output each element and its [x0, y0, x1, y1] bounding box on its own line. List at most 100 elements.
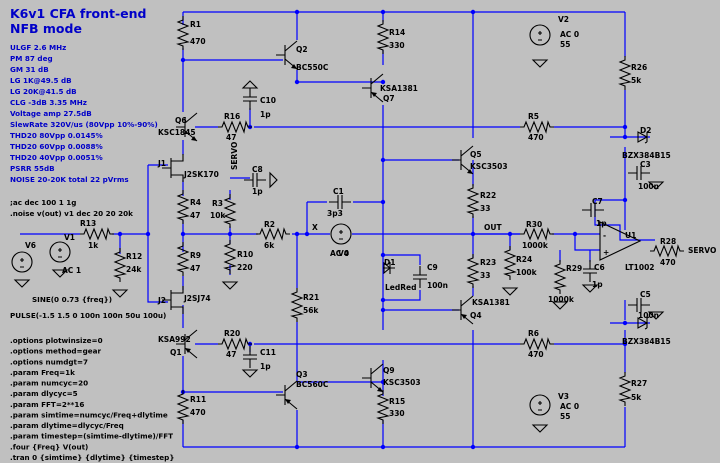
capacitor-c3: C3 100n	[627, 160, 659, 191]
resistor-r5: R5 470	[519, 112, 555, 142]
resistor-r1: R1 470	[177, 15, 206, 51]
directive-line: .param Freq=1k	[10, 368, 75, 377]
component-label: R22	[480, 191, 496, 200]
note-line: LG 20K@41.5 dB	[10, 87, 77, 96]
component-value: KSA1381	[472, 298, 510, 307]
note-line: LG 1K@49.5 dB	[10, 76, 72, 85]
component-label: R4	[190, 198, 201, 207]
component-label: D1	[384, 258, 395, 267]
directive-line: .param FFT=2**16	[10, 400, 84, 409]
component-label: Q9	[383, 366, 395, 375]
capacitor-c5: C5 100n	[627, 290, 659, 320]
component-value: 470	[190, 37, 206, 46]
component-label: Q3	[296, 370, 308, 379]
note-line: SlewRate 320V/us (80Vpp 10%-90%)	[10, 120, 158, 129]
component-label: V3	[558, 392, 569, 401]
component-value: 1p	[260, 362, 271, 371]
opamp-u1: - + U1 LT1002	[599, 221, 655, 272]
component-value: 5k	[631, 393, 642, 402]
component-value: 470	[528, 133, 544, 142]
resistor-r6: R6 470	[519, 329, 555, 359]
resistor-r12: R12 24k	[114, 247, 142, 283]
component-label: R12	[126, 252, 142, 261]
transistor-q2: Q2 BC550C	[275, 40, 329, 72]
transistor-q6: Q6 KSC1845	[158, 112, 198, 142]
component-label: C3	[640, 160, 651, 169]
capacitor-c9: C9 100n	[412, 263, 448, 290]
note-line: PSRR 55dB	[10, 164, 55, 173]
component-extra: 55	[560, 40, 570, 49]
component-label: R2	[264, 220, 275, 229]
component-label: R24	[516, 255, 532, 264]
component-label: R28	[660, 237, 676, 246]
component-value: KSA992	[158, 335, 191, 344]
directive-line: .param numcyc=20	[10, 379, 88, 388]
component-label: R27	[631, 379, 647, 388]
component-label: C8	[252, 165, 263, 174]
component-value: 5k	[631, 76, 642, 85]
resistor-r2: R2 6k	[255, 220, 291, 250]
opamp-minus: -	[603, 231, 606, 240]
component-value: LT1002	[625, 263, 655, 272]
component-label: C10	[260, 96, 276, 105]
component-value: 56k	[303, 306, 319, 315]
note-line: GM 31 dB	[10, 65, 49, 74]
component-label: Q1	[170, 348, 182, 357]
component-label: R29	[566, 264, 582, 273]
component-label: Q5	[470, 150, 482, 159]
component-value: KSC3503	[383, 378, 421, 387]
resistor-r9: R9 47	[177, 241, 201, 277]
resistor-r23: R23 33	[467, 253, 496, 289]
component-value: 470	[528, 350, 544, 359]
component-value: BZX384B15	[622, 151, 671, 160]
source-v4: V4 AC 0	[330, 223, 352, 258]
note-line: PM 87 deg	[10, 54, 53, 63]
component-label: R3	[212, 199, 223, 208]
component-value: AC 0	[330, 249, 349, 258]
capacitor-c1: C1 3p3	[327, 187, 352, 218]
resistor-r16: R16 47	[217, 112, 253, 142]
transistor-q3: Q3 BC560C	[275, 370, 329, 410]
component-value: 330	[389, 409, 405, 418]
component-label: C1	[333, 187, 344, 196]
component-label: R11	[190, 395, 206, 404]
resistor-r24: R24 100k	[504, 245, 538, 281]
component-value: BC560C	[296, 380, 329, 389]
transistor-q1: KSA992 Q1	[158, 329, 198, 359]
component-value: 47	[226, 133, 236, 142]
note-line: THD20 60Vpp 0.0088%	[10, 142, 103, 151]
resistor-r3: R3 10k	[210, 193, 236, 229]
note-line: NOISE 20-20K total 22 pVrms	[10, 175, 129, 184]
component-label: D2	[640, 126, 651, 135]
directive-line: .param timestep=(simtime-dlytime)/FFT	[10, 432, 173, 441]
component-value: AC 0	[560, 30, 579, 39]
component-value: AC 1	[62, 266, 81, 275]
component-label: Q4	[470, 311, 482, 320]
resistor-r13: R13 1k	[79, 219, 115, 250]
component-value: 47	[190, 211, 200, 220]
net-label-out: OUT	[484, 223, 502, 232]
component-label: J2	[157, 296, 166, 305]
capacitor-c10: C10 1p	[242, 80, 276, 119]
component-value: KSA1381	[380, 84, 418, 93]
directive-line: .four {Freq} V(out)	[10, 442, 88, 451]
component-label: C11	[260, 348, 276, 357]
transistor-q7: KSA1381 Q7	[361, 73, 418, 103]
component-value: 100k	[516, 268, 538, 277]
component-label: V2	[558, 15, 569, 24]
component-label: R6	[528, 329, 539, 338]
component-label: C9	[427, 263, 438, 272]
component-value: 220	[237, 263, 253, 272]
resistor-r15: R15 330	[377, 389, 405, 425]
net-label-x: X	[312, 223, 318, 232]
capacitor-c11: C11 1p	[242, 345, 276, 378]
capacitor-c7: C7 1p	[581, 197, 607, 228]
component-label: R1	[190, 20, 201, 29]
directive-line: ;ac dec 100 1 1g	[10, 198, 76, 207]
resistor-r21: R21 56k	[291, 287, 319, 323]
component-value: 100n	[638, 311, 659, 320]
directive-line: .param simtime=numcyc/Freq+dlytime	[10, 411, 168, 420]
component-label: R23	[480, 258, 496, 267]
source-v2: V2 AC 0 55	[529, 15, 579, 49]
junctions	[117, 9, 628, 450]
